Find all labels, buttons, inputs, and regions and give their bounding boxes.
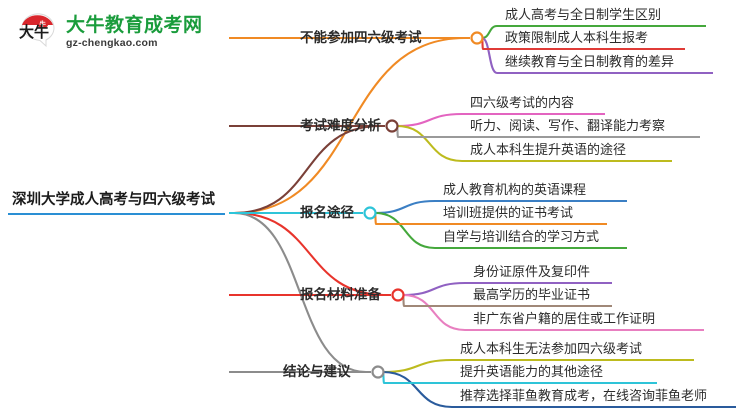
mindmap-leaf-label-4-0[interactable]: 成人本科生无法参加四六级考试 xyxy=(460,341,643,356)
svg-text:牛: 牛 xyxy=(39,19,46,28)
underline-layer xyxy=(8,24,736,409)
mindmap-leaf-label-4-2[interactable]: 推荐选择菲鱼教育成考，在线咨询菲鱼老师 xyxy=(460,388,708,403)
branch-connector-4 xyxy=(232,211,368,374)
mindmap-leaf-label-3-0[interactable]: 身份证原件及复印件 xyxy=(473,264,591,279)
branch-node-2 xyxy=(363,206,377,220)
logo-text-block: 大牛教育成考网 gz-chengkao.com xyxy=(66,16,203,49)
leaf-connector-3-0 xyxy=(401,281,467,297)
logo-title: 大牛教育成考网 xyxy=(66,14,203,36)
branch-node-0 xyxy=(470,31,484,45)
leaf-connector-2-2 xyxy=(373,211,437,250)
leaf-connector-2-0 xyxy=(373,199,437,215)
site-logo: 牛 大牛 大牛教育成考网 gz-chengkao.com xyxy=(16,6,206,58)
mindmap-leaf-label-2-1[interactable]: 培训班提供的证书考试 xyxy=(443,205,574,220)
mindmap-leaf-label-0-0[interactable]: 成人高考与全日制学生区别 xyxy=(505,7,662,22)
leaf-connector-4-2 xyxy=(381,370,454,409)
mindmap-branch-label-2[interactable]: 报名途径 xyxy=(300,205,354,220)
svg-text:大牛: 大牛 xyxy=(19,23,49,41)
mindmap-leaf-label-1-1[interactable]: 听力、阅读、写作、翻译能力考察 xyxy=(470,118,666,133)
node-layer xyxy=(363,31,484,379)
leaf-connector-1-2 xyxy=(395,124,464,163)
mindmap-leaf-label-2-2[interactable]: 自学与培训结合的学习方式 xyxy=(443,229,600,244)
leaf-connector-1-0 xyxy=(395,112,464,128)
branch-node-1 xyxy=(385,119,399,133)
leaf-connector-4-0 xyxy=(381,358,454,374)
mindmap-leaf-label-3-1[interactable]: 最高学历的毕业证书 xyxy=(473,287,591,302)
leaf-connector-0-2 xyxy=(480,36,499,75)
mindmap-branch-label-4[interactable]: 结论与建议 xyxy=(283,364,351,379)
mindmap-leaf-label-1-0[interactable]: 四六级考试的内容 xyxy=(470,95,575,110)
branch-node-3 xyxy=(391,288,405,302)
mindmap-leaf-label-3-2[interactable]: 非广东省户籍的居住或工作证明 xyxy=(473,311,656,326)
logo-subtitle: gz-chengkao.com xyxy=(66,36,158,49)
mindmap-branch-label-0[interactable]: 不能参加四六级考试 xyxy=(300,30,422,45)
logo-mark-icon: 牛 大牛 xyxy=(16,10,60,54)
mindmap-leaf-label-2-0[interactable]: 成人教育机构的英语课程 xyxy=(443,182,587,197)
mindmap-leaf-label-1-2[interactable]: 成人本科生提升英语的途径 xyxy=(470,142,627,157)
mindmap-leaf-label-4-1[interactable]: 提升英语能力的其他途径 xyxy=(460,364,604,379)
mindmap-leaf-label-0-2[interactable]: 继续教育与全日制教育的差异 xyxy=(505,54,675,69)
branch-connector-1 xyxy=(232,124,382,215)
leaf-connector-3-2 xyxy=(401,293,467,332)
branch-connector-3 xyxy=(232,211,388,297)
branch-node-4 xyxy=(371,365,385,379)
leaf-connector-0-0 xyxy=(480,24,499,40)
mindmap-leaf-label-0-1[interactable]: 政策限制成人本科生报考 xyxy=(505,30,649,45)
mindmap-branch-label-1[interactable]: 考试难度分析 xyxy=(300,118,381,133)
mindmap-root-label[interactable]: 深圳大学成人高考与四六级考试 xyxy=(12,192,215,208)
mindmap-branch-label-3[interactable]: 报名材料准备 xyxy=(300,287,381,302)
